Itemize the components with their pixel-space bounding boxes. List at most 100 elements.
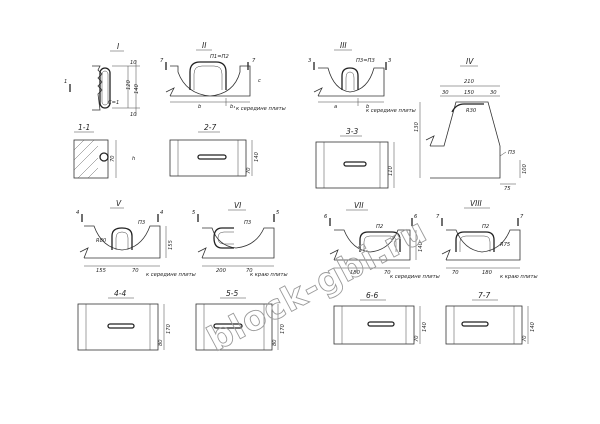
detail-VI-mark-left: 5: [192, 210, 196, 216]
detail-IV-dim-100: 100: [522, 163, 528, 174]
section-6-6-dim-70: 70: [414, 335, 420, 342]
section-1-1-title: 1-1: [78, 123, 90, 132]
detail-IV-title: IV: [466, 57, 474, 66]
section-1-1-dim-70: 70: [110, 155, 116, 162]
detail-III-mark-right: 3: [388, 58, 391, 64]
section-7-7-dim-140: 140: [530, 321, 536, 332]
detail-VIII: VIII 7 7 70 180 R75 П2 к краю плиты: [436, 199, 538, 280]
section-3-3-title: 3-3: [346, 127, 358, 136]
section-6-6-title: 6-6: [366, 291, 378, 300]
detail-III-title: III: [340, 41, 347, 50]
detail-II-dim-b1: b₁: [230, 104, 235, 110]
detail-VIII-mark-right: 7: [520, 214, 524, 220]
detail-IV-dim-30a: 30: [442, 90, 449, 96]
section-2-7-dim-70: 70: [246, 167, 252, 174]
section-3-3-dim-110: 110: [388, 165, 394, 176]
detail-I-title: I: [117, 42, 120, 51]
section-4-4-title: 4-4: [114, 289, 126, 298]
section-5-5: 5-5 170 80: [195, 289, 286, 351]
section-1-1: 1-1 70 h: [73, 123, 135, 179]
section-2-7: 2-7 140 70: [169, 123, 260, 177]
detail-II: II 7 7 b b₁ c П1=П2 к середине плиты: [160, 41, 286, 112]
detail-VI-note: к краю плиты: [250, 272, 288, 278]
detail-IV-dim-r30: R30: [466, 108, 477, 114]
watermark-text: block-gbi.ru: [201, 211, 434, 360]
detail-II-mark-right: 7: [252, 58, 256, 64]
detail-VI-dim-70: 70: [246, 268, 253, 274]
section-2-7-title: 2-7: [204, 123, 216, 132]
detail-VIII-dim-180: 180: [482, 270, 493, 276]
detail-V-title: V: [116, 199, 122, 208]
section-4-4-dim-170: 170: [166, 323, 172, 334]
detail-VIII-note: к краю плиты: [500, 274, 538, 280]
detail-IV-dim-75: 75: [504, 186, 511, 192]
detail-VII-mark-right: 6: [414, 214, 418, 220]
detail-VII-note: к середине плиты: [390, 274, 440, 280]
detail-VI-mark-right: 5: [276, 210, 280, 216]
detail-VIII-title: VIII: [470, 199, 483, 208]
detail-IV-dim-210: 210: [464, 79, 475, 85]
detail-V-dim-155b: 155: [168, 239, 174, 250]
detail-I: I 120 140 10 10 С=1 1: [64, 42, 140, 118]
section-2-7-dim-140: 140: [254, 151, 260, 162]
detail-VIII-dim-70: 70: [452, 270, 459, 276]
detail-II-note: к середине плиты: [236, 106, 286, 112]
detail-II-dim-b: b: [198, 104, 202, 110]
detail-III-dim-b: b: [366, 104, 370, 110]
section-4-4-dim-80: 80: [158, 339, 164, 346]
detail-VIII-dim-r75: R75: [500, 242, 511, 248]
detail-I-dim-120: 120: [126, 79, 132, 90]
detail-IV-dim-30b: 30: [490, 90, 497, 96]
detail-I-mark: 1: [64, 79, 67, 85]
detail-III-note: к середине плиты: [366, 108, 416, 114]
detail-V: V 4 4 R80 155 70 155 П3 к середине плиты: [76, 199, 196, 278]
section-6-6: 6-6 140 70: [333, 291, 428, 345]
detail-VI-callout: П3: [244, 220, 251, 226]
detail-VI: VI 5 5 200 70 П3 к краю плиты: [192, 201, 288, 278]
detail-VII-title: VII: [354, 201, 364, 210]
detail-III-callout: П3=П3: [356, 58, 375, 64]
section-7-7-title: 7-7: [478, 291, 490, 300]
detail-V-callout: П3: [138, 220, 145, 226]
section-3-3: 3-3 110: [315, 127, 395, 189]
detail-I-dim-140: 140: [134, 83, 140, 94]
detail-VI-title: VI: [234, 201, 242, 210]
detail-VII-dim-180: 180: [350, 270, 361, 276]
detail-IV: IV 210 30 150 30 130 R30 75 100 П3: [414, 57, 528, 192]
section-5-5-dim-80: 80: [272, 339, 278, 346]
detail-V-mark-left: 4: [76, 210, 79, 216]
detail-VIII-mark-left: 7: [436, 214, 440, 220]
detail-II-title: II: [202, 41, 207, 50]
section-7-7: 7-7 140 70: [445, 291, 536, 345]
detail-IV-callout: П3: [508, 150, 515, 156]
section-1-1-dim-h: h: [132, 156, 135, 162]
section-5-5-dim-170: 170: [280, 323, 286, 334]
section-6-6-dim-140: 140: [422, 321, 428, 332]
detail-VIII-callout: П2: [482, 224, 489, 230]
detail-I-callout: С=1: [108, 100, 119, 106]
detail-III-mark-left: 3: [308, 58, 311, 64]
detail-VII-dim-140: 140: [418, 241, 424, 252]
detail-III: III 3 3 a b П3=П3 к середине плиты: [308, 41, 416, 114]
detail-V-dim-r80: R80: [96, 238, 107, 244]
detail-VII: VII 6 6 180 70 140 П2 к середине плиты: [324, 201, 440, 280]
detail-I-dim-10b: 10: [130, 112, 137, 118]
detail-III-dim-a: a: [334, 104, 337, 110]
detail-II-callout: П1=П2: [210, 54, 229, 60]
section-5-5-title: 5-5: [226, 289, 238, 298]
detail-V-dim-155: 155: [96, 268, 107, 274]
detail-VI-dim-200: 200: [216, 268, 227, 274]
detail-VII-mark-left: 6: [324, 214, 328, 220]
detail-V-note: к середине плиты: [146, 272, 196, 278]
detail-VII-callout: П2: [376, 224, 383, 230]
detail-V-mark-right: 4: [160, 210, 163, 216]
detail-IV-dim-150: 150: [464, 90, 475, 96]
detail-IV-dim-130: 130: [414, 121, 420, 132]
detail-II-mark-left: 7: [160, 58, 164, 64]
detail-II-dim-c: c: [258, 78, 261, 84]
detail-V-dim-70: 70: [132, 268, 139, 274]
detail-VII-dim-70: 70: [384, 270, 391, 276]
section-4-4: 4-4 170 80: [77, 289, 172, 351]
section-7-7-dim-70: 70: [522, 335, 528, 342]
